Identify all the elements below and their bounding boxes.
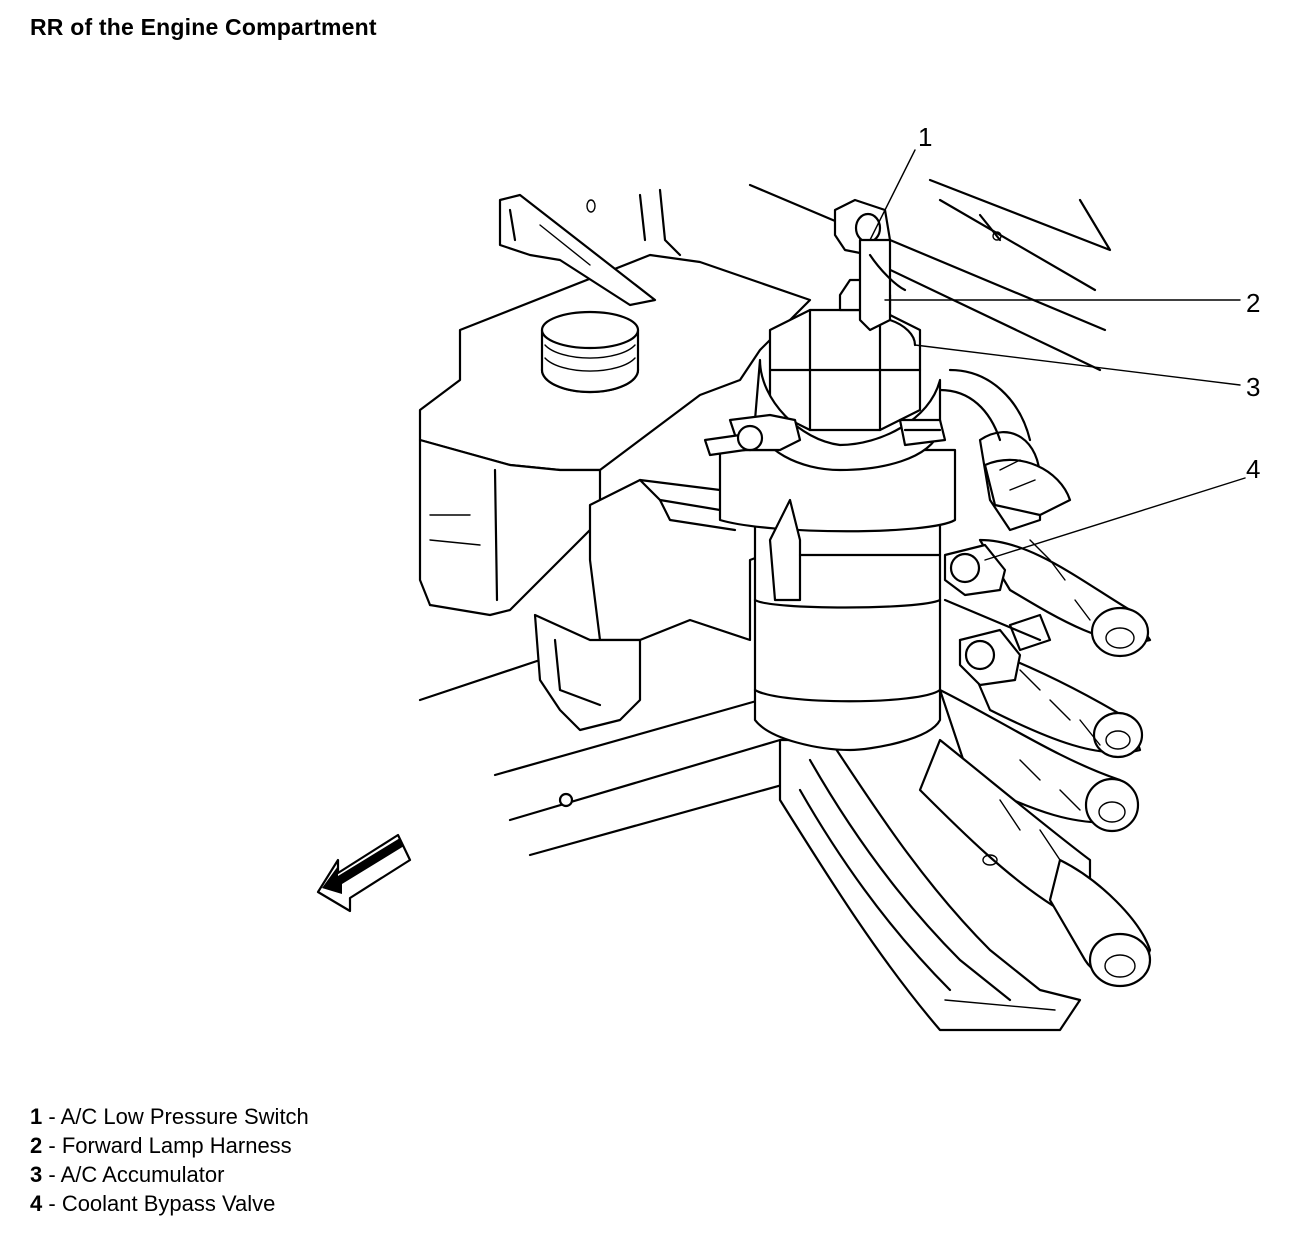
legend-number: 2 — [30, 1133, 43, 1158]
ac-low-pressure-switch — [833, 198, 892, 332]
legend-item: 4 - Coolant Bypass Valve — [30, 1189, 309, 1218]
legend-label: Forward Lamp Harness — [61, 1133, 292, 1158]
callout-number-3: 3 — [1246, 372, 1260, 402]
legend: 1 - A/C Low Pressure Switch 2 - Forward … — [30, 1102, 309, 1218]
legend-item: 3 - A/C Accumulator — [30, 1160, 309, 1189]
coolant-hoses — [918, 368, 1152, 988]
legend-number: 1 — [30, 1104, 43, 1129]
legend-number: 3 — [30, 1162, 43, 1187]
legend-label: Coolant Bypass Valve — [61, 1191, 276, 1216]
lower-hose-channel — [778, 738, 1082, 1032]
coolant-bypass-valve — [943, 543, 1052, 687]
coolant-reservoir — [418, 193, 812, 617]
legend-number: 4 — [30, 1191, 43, 1216]
legend-separator: - — [42, 1133, 62, 1158]
callout-number-4: 4 — [1246, 454, 1260, 484]
diagram-title: RR of the Engine Compartment — [30, 14, 377, 40]
legend-item: 1 - A/C Low Pressure Switch — [30, 1102, 309, 1131]
legend-separator: - — [42, 1104, 61, 1129]
front-direction-arrow-icon — [316, 833, 412, 913]
background-structure — [418, 178, 1112, 857]
legend-item: 2 - Forward Lamp Harness — [30, 1131, 309, 1160]
legend-label: A/C Accumulator — [60, 1162, 225, 1187]
legend-separator: - — [42, 1162, 61, 1187]
callout-leaders — [869, 149, 1246, 561]
legend-label: A/C Low Pressure Switch — [60, 1104, 309, 1129]
callout-number-1: 1 — [918, 122, 932, 152]
legend-separator: - — [42, 1191, 62, 1216]
forward-lamp-harness — [868, 253, 917, 347]
callout-number-2: 2 — [1246, 288, 1260, 318]
